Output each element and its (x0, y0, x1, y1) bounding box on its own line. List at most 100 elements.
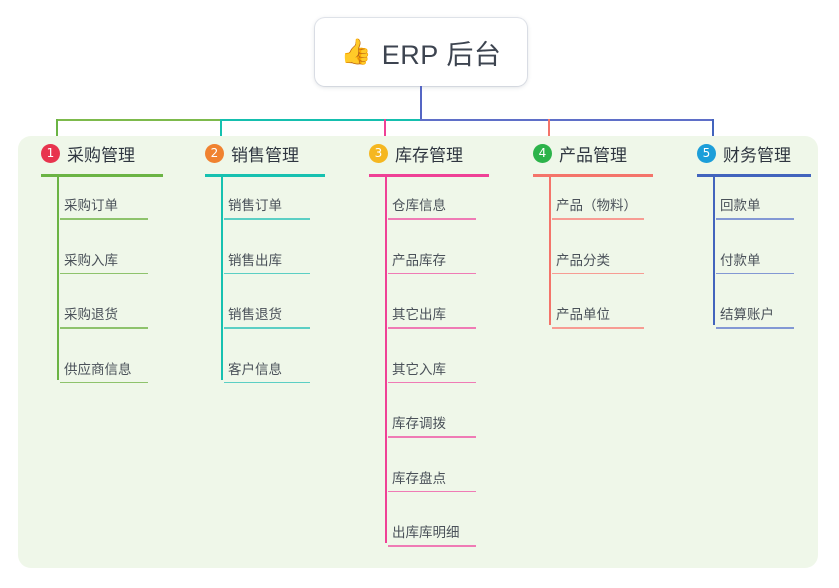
module-item-rule (552, 327, 644, 329)
module-item[interactable]: 仓库信息 (388, 194, 476, 220)
module-item[interactable]: 销售订单 (224, 194, 310, 220)
module-item[interactable]: 客户信息 (224, 358, 310, 384)
module-title-5: 财务管理 (723, 145, 791, 165)
module-item[interactable]: 销售退货 (224, 303, 310, 329)
module-item-label: 库存调拨 (392, 416, 446, 431)
module-header-4[interactable]: 4 产品管理 (530, 136, 627, 170)
module-item[interactable]: 采购退货 (60, 303, 148, 329)
module-title-2: 销售管理 (231, 145, 299, 165)
module-header-rule-3 (369, 174, 489, 177)
module-item-rule (388, 545, 476, 547)
module-header-5[interactable]: 5 财务管理 (694, 136, 791, 170)
module-column-1: 1 采购管理采购订单采购入库采购退货供应商信息 (38, 136, 163, 384)
module-item-rule (60, 381, 148, 384)
module-item-label: 客户信息 (228, 361, 282, 377)
root-node[interactable]: 👍 ERP 后台 (315, 18, 527, 86)
module-title-4: 产品管理 (559, 145, 627, 165)
module-badge-3: 3 (369, 143, 388, 163)
module-header-1[interactable]: 1 采购管理 (38, 136, 135, 170)
connector-bus-segment-2 (220, 119, 422, 122)
module-item-label: 库存盘点 (392, 470, 446, 486)
module-item[interactable]: 产品分类 (552, 249, 644, 275)
module-item-label: 供应商信息 (64, 361, 132, 377)
module-badge-5: 5 (697, 143, 716, 163)
module-item-rule (716, 272, 794, 275)
module-header-2[interactable]: 2 销售管理 (202, 136, 299, 170)
module-item-label: 回款单 (720, 198, 761, 213)
module-header-rule-2 (205, 174, 325, 177)
module-item-label: 销售出库 (228, 252, 282, 268)
connector-bus-segment-3 (420, 119, 715, 122)
module-item-label: 销售退货 (228, 307, 282, 322)
module-item[interactable]: 采购订单 (60, 194, 148, 220)
connector-root-stem (420, 86, 423, 121)
module-item-label: 销售订单 (228, 198, 282, 213)
module-item-label: 产品（物料） (556, 198, 637, 213)
module-item[interactable]: 采购入库 (60, 249, 148, 275)
module-item[interactable]: 回款单 (716, 194, 794, 220)
module-item-rule (716, 218, 794, 220)
module-title-1: 采购管理 (67, 145, 135, 165)
module-badge-1: 1 (41, 143, 60, 163)
module-item-rule (552, 272, 644, 275)
module-item[interactable]: 供应商信息 (60, 358, 148, 384)
module-item-rule (716, 327, 794, 329)
module-item[interactable]: 出库库明细 (388, 521, 476, 547)
module-column-4: 4 产品管理产品（物料） 产品分类产品单位 (530, 136, 653, 329)
module-item-label: 产品库存 (392, 252, 446, 268)
module-header-rule-5 (697, 174, 811, 177)
module-spine-4 (549, 177, 551, 325)
module-badge-2: 2 (205, 143, 224, 163)
module-item-label: 付款单 (720, 252, 761, 268)
module-item-label: 其它入库 (392, 361, 446, 377)
module-item[interactable]: 其它出库 (388, 303, 476, 329)
module-item[interactable]: 销售出库 (224, 249, 310, 275)
module-item-label: 其它出库 (392, 307, 446, 322)
module-item[interactable]: 结算账户 (716, 303, 794, 329)
module-spine-3 (385, 177, 387, 543)
connector-bus-segment-1 (56, 119, 222, 122)
module-item-label: 采购入库 (64, 252, 118, 268)
module-item-rule (224, 272, 310, 275)
module-item[interactable]: 付款单 (716, 249, 794, 275)
module-item-rule (552, 218, 644, 220)
module-item-label: 产品分类 (556, 252, 610, 268)
module-spine-2 (221, 177, 223, 380)
module-item-rule (224, 381, 310, 384)
module-column-5: 5 财务管理回款单付款单结算账户 (694, 136, 811, 329)
module-item-label: 结算账户 (720, 307, 774, 322)
module-item-rule (388, 436, 476, 438)
module-header-rule-1 (41, 174, 163, 177)
module-item-rule (224, 327, 310, 329)
module-item[interactable]: 产品单位 (552, 303, 644, 329)
module-header-rule-4 (533, 174, 653, 177)
module-item-label: 采购退货 (64, 307, 118, 322)
module-item-rule (60, 272, 148, 275)
module-item-rule (388, 490, 476, 493)
module-column-2: 2 销售管理销售订单销售出库销售退货客户信息 (202, 136, 325, 384)
module-item[interactable]: 产品（物料） (552, 194, 644, 220)
module-item[interactable]: 库存调拨 (388, 412, 476, 438)
module-item-rule (388, 272, 476, 275)
module-badge-4: 4 (533, 143, 552, 163)
module-item-label: 仓库信息 (392, 198, 446, 213)
module-spine-5 (713, 177, 715, 325)
module-item-rule (388, 218, 476, 220)
module-item-rule (60, 327, 148, 329)
module-item[interactable]: 其它入库 (388, 358, 476, 384)
module-spine-1 (57, 177, 59, 380)
root-title: ERP 后台 (381, 39, 502, 70)
module-item[interactable]: 库存盘点 (388, 467, 476, 493)
modules-panel: 1 采购管理采购订单采购入库采购退货供应商信息 2 销售管理销售订单销售出库销售退货客… (18, 136, 818, 568)
thumbs-up-icon: 👍 (340, 37, 372, 66)
module-item-label: 出库库明细 (392, 525, 460, 540)
module-item-label: 产品单位 (556, 307, 610, 322)
module-item[interactable]: 产品库存 (388, 249, 476, 275)
module-item-rule (388, 381, 476, 384)
module-item-rule (224, 218, 310, 220)
module-item-label: 采购订单 (64, 198, 118, 213)
module-item-rule (388, 327, 476, 329)
module-item-rule (60, 218, 148, 220)
